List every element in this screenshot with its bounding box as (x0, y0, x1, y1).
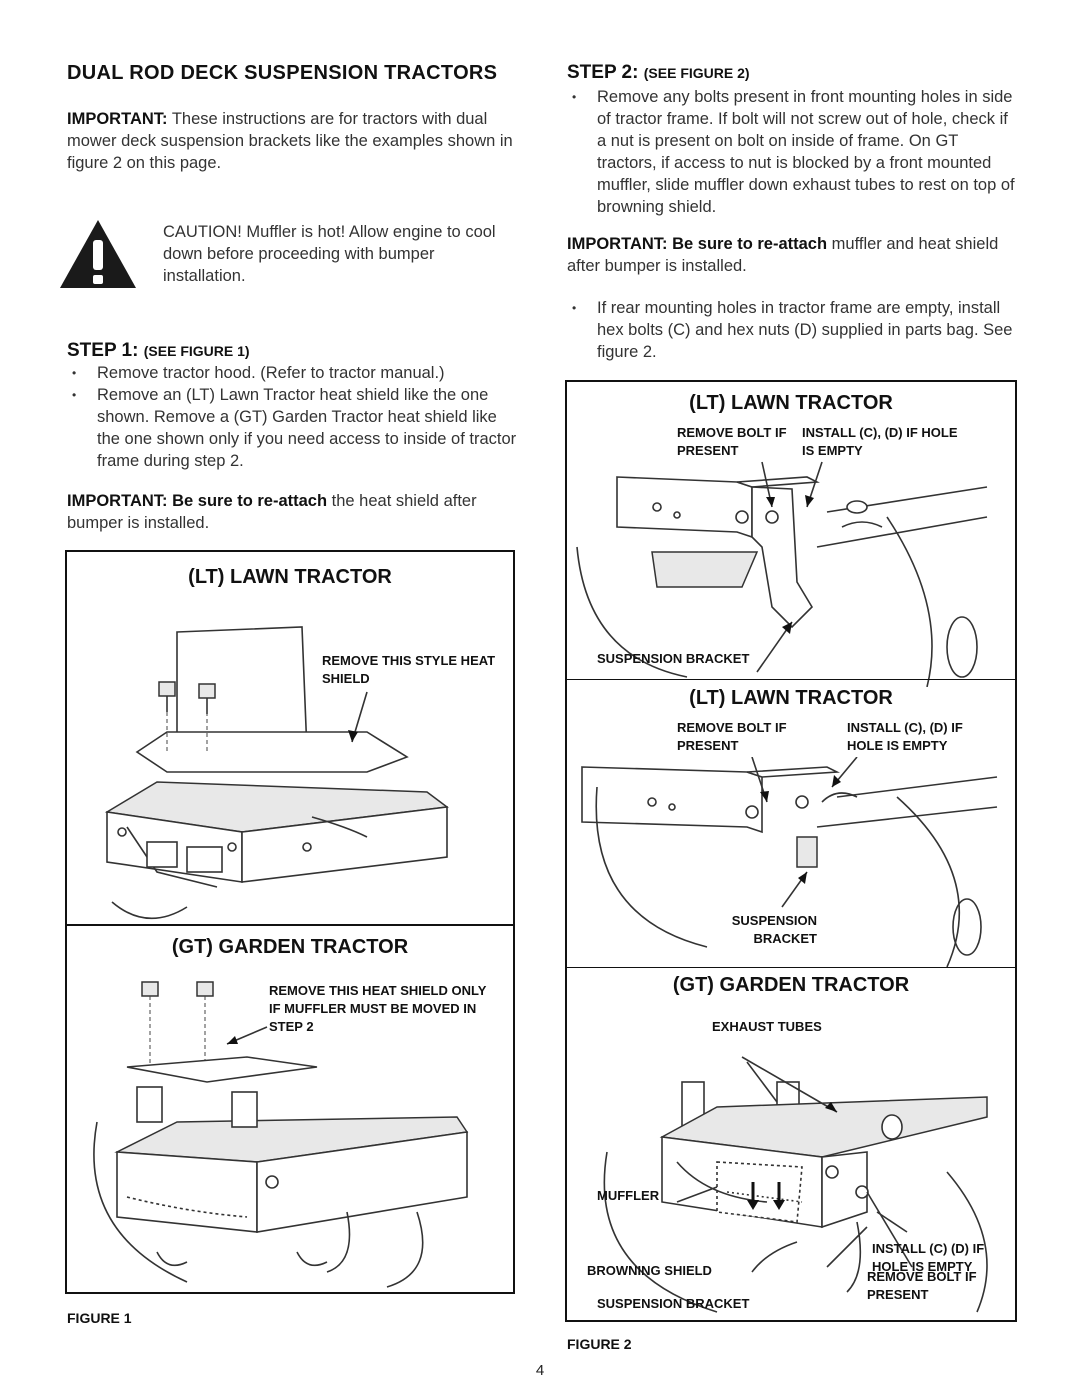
important-note: IMPORTANT: These instructions are for tr… (67, 108, 522, 174)
lt-heat-shield-illustration (104, 626, 449, 920)
figure1-lt-title: (LT) LAWN TRACTOR (188, 566, 392, 588)
lt2-bracket-illustration (581, 757, 998, 967)
figure2-gt-exhaust-label: EXHAUST TUBES (712, 1019, 822, 1034)
figure2-divider-2 (567, 967, 1015, 968)
gt-heat-shield-illustration (93, 981, 469, 1288)
figure2-lt1-remove-label: REMOVE BOLT IF PRESENT (677, 425, 787, 458)
figure2-lt1-bracket-label: SUSPENSION BRACKET (597, 651, 750, 666)
figure1-gt-title: (GT) GARDEN TRACTOR (171, 936, 409, 958)
lt1-bracket-illustration (576, 461, 988, 687)
caution-warning-icon (58, 218, 138, 295)
important-note-3: IMPORTANT: Be sure to re-attach muffler … (567, 233, 1017, 277)
figure2-caption: FIGURE 2 (567, 1336, 632, 1352)
figure1-divider (67, 924, 513, 926)
figure2-gt-title: (GT) GARDEN TRACTOR (672, 974, 910, 996)
step1-heading: STEP 1: (SEE FIGURE 1) (67, 340, 250, 362)
figure1-caption: FIGURE 1 (67, 1310, 132, 1326)
figure1-box: (LT) LAWN TRACTOR REMOVE THIS STYLE HEAT… (65, 550, 515, 1294)
figure2-gt-install-label: INSTALL (C) (D) IF HOLE IS EMPTY (872, 1241, 985, 1274)
figure2-gt-muffler-label: MUFFLER (597, 1188, 660, 1203)
figure2-box: (LT) LAWN TRACTOR REMOVE BOLT IF PRESENT… (565, 380, 1017, 1322)
list-item: Remove any bolts present in front mounti… (567, 86, 1017, 218)
step1-ref: (SEE FIGURE 1) (143, 343, 250, 359)
figure1-gt-label: REMOVE THIS HEAT SHIELD ONLY IF MUFFLER … (269, 983, 487, 1034)
important3-label: IMPORTANT: Be sure to re-attach (567, 235, 828, 253)
figure2-gt-remove-label: REMOVE BOLT IF PRESENT (867, 1269, 977, 1302)
important2-label: IMPORTANT: Be sure to re-attach (67, 492, 328, 510)
gt-bracket-illustration (603, 1056, 988, 1313)
important-text: These instructions are for tractors with… (67, 110, 513, 172)
important3-text: muffler and heat shield after bumper is … (567, 235, 999, 275)
caution-text: CAUTION! Muffler is hot! Allow engine to… (163, 223, 496, 285)
step2-ref: (SEE FIGURE 2) (643, 65, 750, 81)
step1-label: STEP 1: (67, 340, 139, 361)
important-note-2: IMPORTANT: Be sure to re-attach the heat… (67, 490, 517, 534)
figure2-gt-browning-label: BROWNING SHIELD (587, 1263, 712, 1278)
figure2-lt1-install-label: INSTALL (C), (D) IF HOLE IS EMPTY (802, 425, 958, 458)
figure2-lt2-install-label: INSTALL (C), (D) IF HOLE IS EMPTY (847, 720, 963, 753)
important2-text: the heat shield after bumper is installe… (67, 492, 477, 532)
step2-label: STEP 2: (567, 62, 639, 83)
list-item: Remove tractor hood. (Refer to tractor m… (67, 362, 517, 384)
important-label: IMPORTANT: (67, 110, 168, 128)
figure2-gt-bracket-label: SUSPENSION BRACKET (597, 1296, 750, 1311)
figure2-lt2-remove-label: REMOVE BOLT IF PRESENT (677, 720, 787, 753)
step1-list: Remove tractor hood. (Refer to tractor m… (67, 362, 517, 472)
page-number: 4 (535, 1362, 545, 1379)
figure2-lt2-title: (LT) LAWN TRACTOR (689, 687, 893, 709)
section-heading: DUAL ROD DECK SUSPENSION TRACTORS (67, 62, 498, 84)
step2-list-2: If rear mounting holes in tractor frame … (567, 297, 1017, 363)
list-item: If rear mounting holes in tractor frame … (567, 297, 1017, 363)
step2-list: Remove any bolts present in front mounti… (567, 86, 1017, 218)
figure2-lt1-title: (LT) LAWN TRACTOR (689, 392, 893, 414)
figure2-divider-1 (567, 679, 1015, 680)
step2-heading: STEP 2: (SEE FIGURE 2) (567, 62, 750, 84)
list-item: Remove an (LT) Lawn Tractor heat shield … (67, 384, 517, 472)
figure1-lt-label: REMOVE THIS STYLE HEAT SHIELD (322, 653, 496, 686)
figure2-lt2-bracket-label: SUSPENSION BRACKET (731, 913, 817, 946)
